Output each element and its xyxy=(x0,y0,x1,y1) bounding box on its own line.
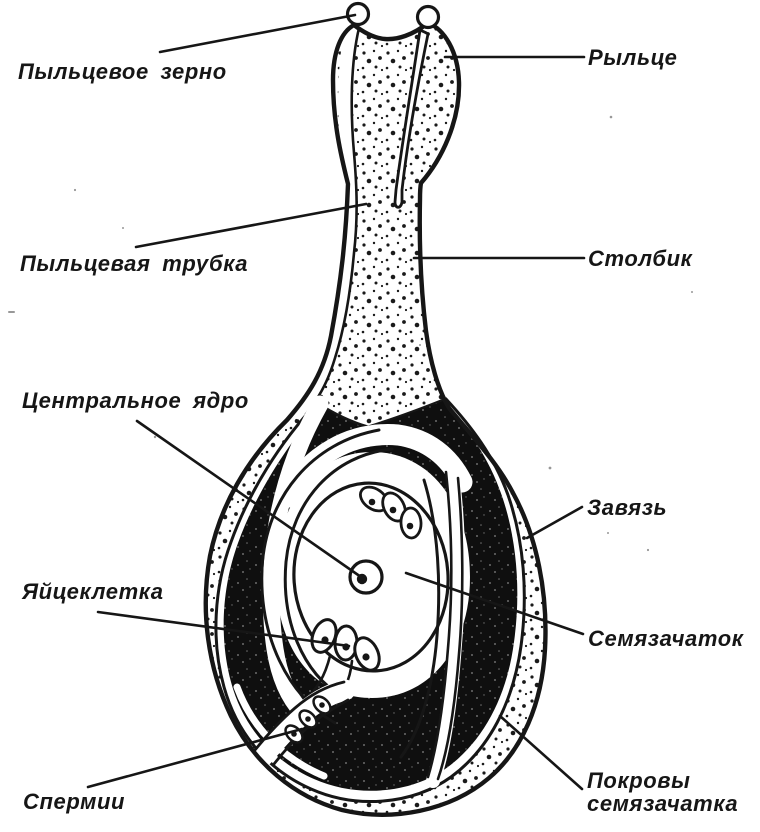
labels: Пыльцевое зерно Рыльце Пыльцевая трубка … xyxy=(18,45,745,816)
short-pollen-tube xyxy=(393,27,430,209)
label-pollen-grain: Пыльцевое зерно xyxy=(18,59,227,84)
leader-lines xyxy=(86,13,586,791)
pollen-grain-left xyxy=(345,1,371,27)
pistil-outline xyxy=(203,20,548,817)
leader-pollen-grain xyxy=(158,13,357,54)
label-integuments-2: семязачатка xyxy=(587,791,738,816)
leader-egg-cell xyxy=(96,610,351,648)
embryo-sac xyxy=(292,481,450,673)
label-egg-cell: Яйцеклетка xyxy=(21,579,164,604)
leader-ovary xyxy=(525,505,584,540)
pollen-grains xyxy=(345,1,441,30)
paper-specks xyxy=(8,115,693,552)
label-ovary: Завязь xyxy=(587,495,667,520)
pollen-grain-right xyxy=(415,4,441,30)
ovule-shape xyxy=(260,428,450,759)
label-central-nucleus: Центральное ядро xyxy=(22,388,249,413)
label-ovule: Семязачаток xyxy=(588,626,745,651)
leader-integuments xyxy=(498,714,584,791)
label-style: Столбик xyxy=(588,246,694,271)
central-nucleus-shape xyxy=(348,559,384,595)
leader-ovule xyxy=(404,571,585,636)
pollen-tube xyxy=(292,19,430,420)
antipodal-cells xyxy=(359,485,423,540)
label-integuments-1: Покровы xyxy=(587,768,691,793)
label-sperm: Спермии xyxy=(23,789,125,814)
label-stigma: Рыльце xyxy=(588,45,677,70)
label-pollen-tube: Пыльцевая трубка xyxy=(20,251,248,276)
leader-pollen-tube xyxy=(134,202,368,249)
sperm-cells-shape xyxy=(252,679,356,767)
funiculus-lines xyxy=(426,470,464,781)
leader-central-nucleus xyxy=(135,419,363,579)
leader-sperm xyxy=(86,727,304,789)
